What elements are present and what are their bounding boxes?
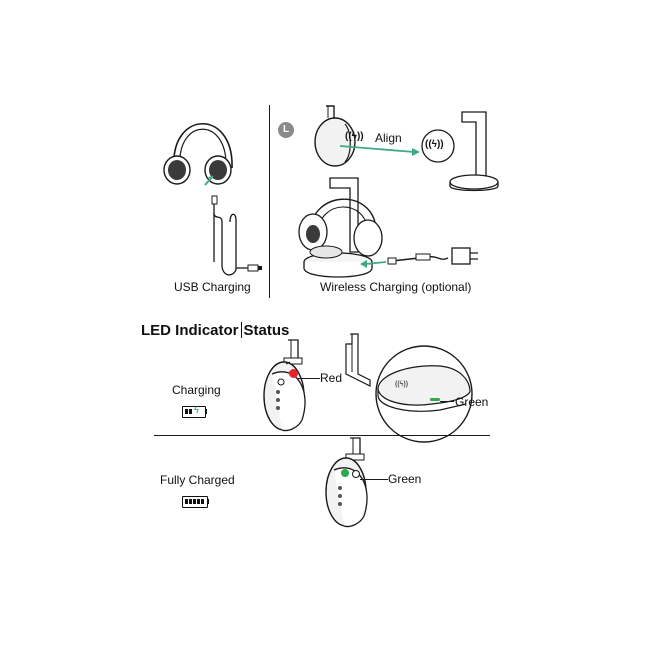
wireless-charge-icon: ((ϟ)) bbox=[345, 131, 364, 142]
row-divider bbox=[154, 435, 490, 436]
green-led-dot bbox=[341, 469, 349, 477]
led-title-part1: LED Indicator bbox=[141, 322, 239, 339]
section-divider bbox=[269, 105, 270, 298]
wireless-charge-icon: ((ϟ)) bbox=[425, 139, 444, 150]
red-led-dot bbox=[289, 369, 298, 378]
green-led-label: Green bbox=[388, 472, 422, 486]
align-label: Align bbox=[375, 131, 402, 145]
green-stand-led bbox=[430, 398, 440, 401]
red-led-pointer bbox=[298, 378, 320, 379]
led-title-part2: Status bbox=[243, 322, 290, 339]
red-led-label: Red bbox=[320, 371, 343, 385]
stand-green-label: Green bbox=[455, 395, 489, 409]
wireless-charge-icon: ((ϟ)) bbox=[395, 381, 409, 388]
usb-charging-label: USB Charging bbox=[174, 280, 251, 294]
side-left-badge-icon: L bbox=[278, 122, 294, 138]
stand-led-pointer bbox=[440, 401, 454, 402]
fully-charged-state-label: Fully Charged bbox=[160, 473, 235, 487]
charging-state-label: Charging bbox=[172, 383, 221, 397]
led-window bbox=[352, 470, 360, 478]
battery-charging-icon: ϟ bbox=[182, 405, 207, 418]
title-separator bbox=[240, 322, 242, 338]
battery-full-icon bbox=[182, 496, 209, 508]
green-led-pointer bbox=[360, 479, 388, 480]
wireless-charging-label: Wireless Charging (optional) bbox=[320, 280, 472, 294]
